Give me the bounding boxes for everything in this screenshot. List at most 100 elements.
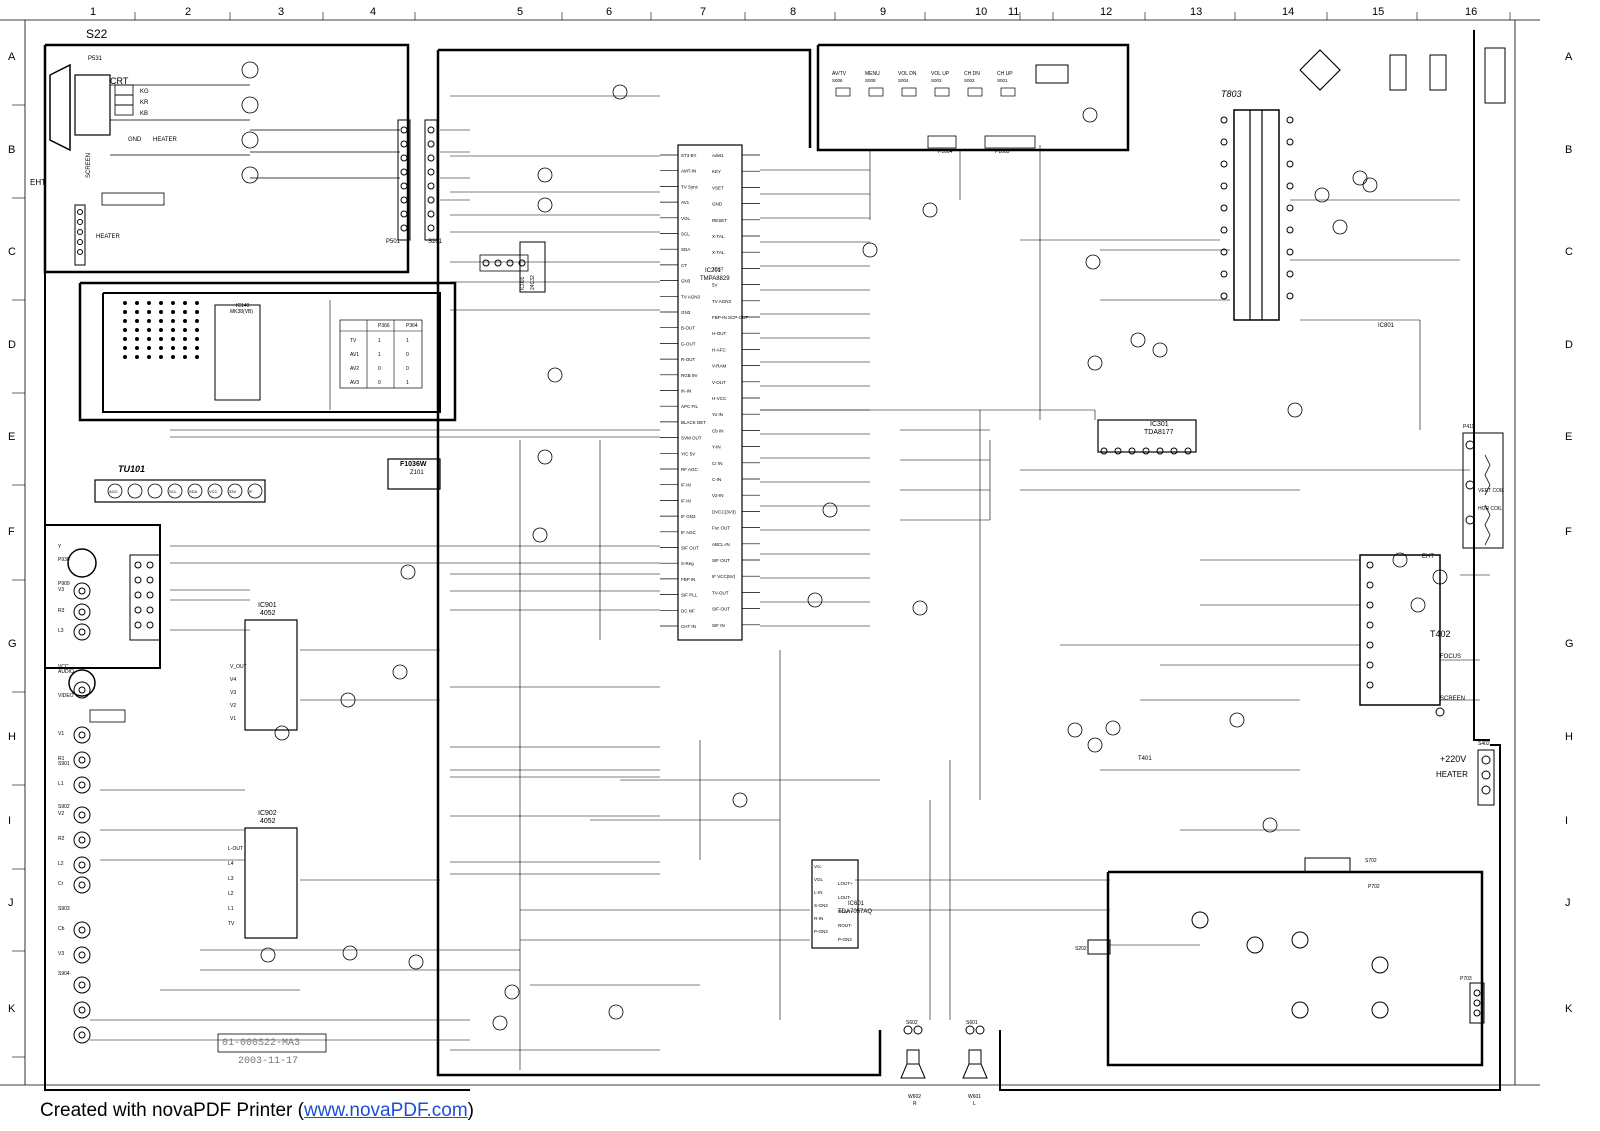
av-jack-core <box>78 881 86 889</box>
ic201-pin-label: H-VCC <box>712 396 727 401</box>
column-number: 2 <box>185 6 191 18</box>
av-jack-core <box>78 756 86 764</box>
key-switch <box>1000 87 1016 97</box>
fuse <box>1389 54 1407 91</box>
pin <box>1481 755 1491 765</box>
ic201-pin-label: RESET <box>712 218 727 223</box>
matrix-dot <box>135 346 139 350</box>
ic601-pin: Vcc <box>814 864 822 869</box>
p1004-label: P1004 <box>938 149 953 155</box>
svideo-jack <box>67 548 97 578</box>
matrix-dot <box>135 319 139 323</box>
matrix-dot <box>147 355 151 359</box>
ic601-pin: S-GN3 <box>814 903 828 908</box>
ic902-ref: IC902 <box>258 810 277 817</box>
ic201-pin-label: H-OUT <box>712 331 726 336</box>
connector-s905 <box>89 709 126 723</box>
ic201-pin-label: GND <box>712 202 723 207</box>
av-jack-core <box>78 1006 86 1014</box>
ic201-pin-label: R-OUT <box>681 357 695 362</box>
crt-pin <box>114 94 134 106</box>
jack-label: Cb <box>58 926 65 932</box>
transistor <box>1152 342 1168 358</box>
key-label: CH DN <box>964 71 980 77</box>
pin <box>1435 707 1445 717</box>
novapdf-link[interactable]: www.novaPDF.com <box>304 1100 468 1121</box>
pin <box>1220 204 1228 212</box>
ic201-body <box>677 144 743 641</box>
key-ref: S003 <box>931 78 942 83</box>
ic201-pin-label: RF AGC <box>681 467 699 472</box>
row-letter: I <box>1565 815 1568 827</box>
transistor <box>822 502 838 518</box>
heater-label-crt: HEATER <box>153 137 178 143</box>
av-jack <box>73 1026 91 1044</box>
pin <box>146 606 154 614</box>
connector-s001 <box>479 254 529 272</box>
table-cell: 0 <box>406 366 409 372</box>
gnd-label: GND <box>128 137 142 143</box>
jack-label: P909 <box>58 581 70 587</box>
transistor <box>1432 569 1448 585</box>
wire <box>900 1063 926 1079</box>
pin <box>1366 641 1374 649</box>
s702-label: S702 <box>1365 858 1377 864</box>
jack-label: V3 <box>58 951 64 957</box>
ic201-pin-label: IF IN <box>681 483 691 488</box>
pin <box>1465 480 1475 490</box>
crt-pin-label: KR <box>140 100 149 106</box>
focus-label: FOCUS <box>1440 654 1461 660</box>
speaker <box>968 1049 982 1065</box>
pin <box>1473 989 1481 997</box>
ic201-pin-label: TV AGN3 <box>712 299 732 304</box>
ic201-pin-label: FBP-IN SCP-OUT <box>712 315 749 320</box>
ic201-pin-label: Yo IN <box>712 412 723 417</box>
jack-label: Y <box>58 544 62 550</box>
table-cell: 0 <box>378 380 381 386</box>
key-label: CH UP <box>997 71 1013 77</box>
column-number: 14 <box>1282 6 1294 18</box>
t401-label: T401 <box>1138 756 1152 762</box>
av-jack-core <box>78 686 86 694</box>
ic901-body <box>244 619 298 731</box>
key-ref: S004 <box>898 78 909 83</box>
ic901-pin: V1 <box>230 716 236 722</box>
jack-label: R3 <box>58 608 65 614</box>
row-letter: K <box>1565 1003 1573 1015</box>
pin <box>1286 138 1294 146</box>
pin <box>1286 270 1294 278</box>
ic201-pin-label: ST3 BY <box>681 153 697 158</box>
matrix-dot <box>183 328 187 332</box>
key-ref: S001 <box>997 78 1008 83</box>
pin <box>1465 515 1475 525</box>
filter <box>1429 54 1447 91</box>
pin <box>1286 116 1294 124</box>
jack-label: L1 <box>58 781 64 787</box>
column-number: 16 <box>1465 6 1477 18</box>
pin <box>146 591 154 599</box>
mains-connector <box>1484 47 1506 104</box>
heater2-label: HEATER <box>1436 770 1468 779</box>
transistor <box>547 367 563 383</box>
matrix-dot <box>195 301 199 305</box>
pin <box>1366 601 1374 609</box>
connector-p502 <box>101 192 165 206</box>
row-letter: D <box>1565 339 1573 351</box>
pin <box>1220 160 1228 168</box>
table-cell: AV1 <box>350 352 359 358</box>
eht2-label: EHT <box>1422 554 1434 560</box>
column-number: 9 <box>880 6 886 18</box>
key-switch <box>868 87 884 97</box>
matrix-dot <box>195 310 199 314</box>
tuner-pin <box>187 483 203 499</box>
ic201-pin-label: Y/C 5V <box>681 451 695 456</box>
key-label: AV/TV <box>832 71 847 77</box>
pin <box>427 140 435 148</box>
transistor <box>400 564 416 580</box>
w601-label: W601 <box>968 1094 981 1100</box>
matrix-dot <box>135 310 139 314</box>
ic301-body <box>1097 419 1197 453</box>
pin <box>1366 561 1374 569</box>
